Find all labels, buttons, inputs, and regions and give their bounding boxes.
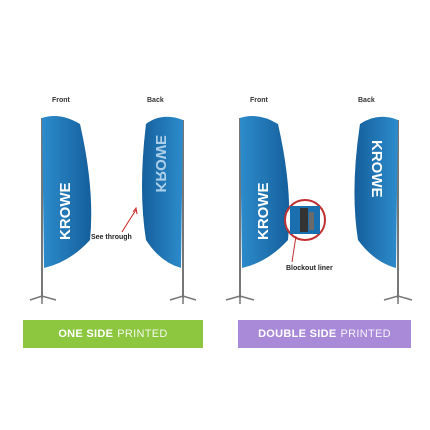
flag-base-icon	[225, 295, 255, 304]
double-side-printed-banner: DOUBLE SIDE PRINTED	[238, 320, 411, 348]
label-front-single: Front	[52, 97, 70, 104]
flag-brand-text-mirrored: KROWE	[152, 135, 169, 193]
banner-thin-text: PRINTED	[340, 328, 391, 340]
flag-single-front: KROWE	[29, 116, 92, 304]
label-back-double: Back	[358, 97, 375, 104]
flag-sail	[142, 116, 183, 268]
flag-base-icon	[383, 295, 413, 304]
flag-double-back: KROWE	[354, 116, 413, 304]
pointer-line	[291, 235, 297, 263]
banner-bold-text: DOUBLE SIDE	[258, 328, 337, 340]
flag-sail	[354, 116, 398, 268]
flag-sail	[42, 116, 92, 268]
arrow-icon	[121, 209, 137, 233]
flag-sail	[240, 116, 290, 268]
one-side-printed-banner: ONE SIDE PRINTED	[23, 320, 203, 348]
flag-double-front: KROWE	[225, 116, 290, 304]
note-blockout-liner: Blockout liner	[286, 265, 333, 272]
flag-brand-text: KROWE	[57, 183, 74, 241]
flag-brand-text: KROWE	[368, 140, 385, 198]
note-see-through: See through	[91, 234, 132, 241]
banner-thin-text: PRINTED	[117, 328, 168, 340]
flag-base-icon	[29, 295, 57, 304]
flag-single-back: KROWE	[142, 116, 197, 304]
flag-brand-text: KROWE	[255, 183, 272, 241]
blockout-magnifier-icon	[284, 199, 326, 263]
label-back-single: Back	[147, 97, 164, 104]
label-front-double: Front	[250, 97, 268, 104]
arrowhead-icon	[132, 206, 138, 215]
flag-base-icon	[169, 295, 197, 304]
banner-bold-text: ONE SIDE	[58, 328, 114, 340]
